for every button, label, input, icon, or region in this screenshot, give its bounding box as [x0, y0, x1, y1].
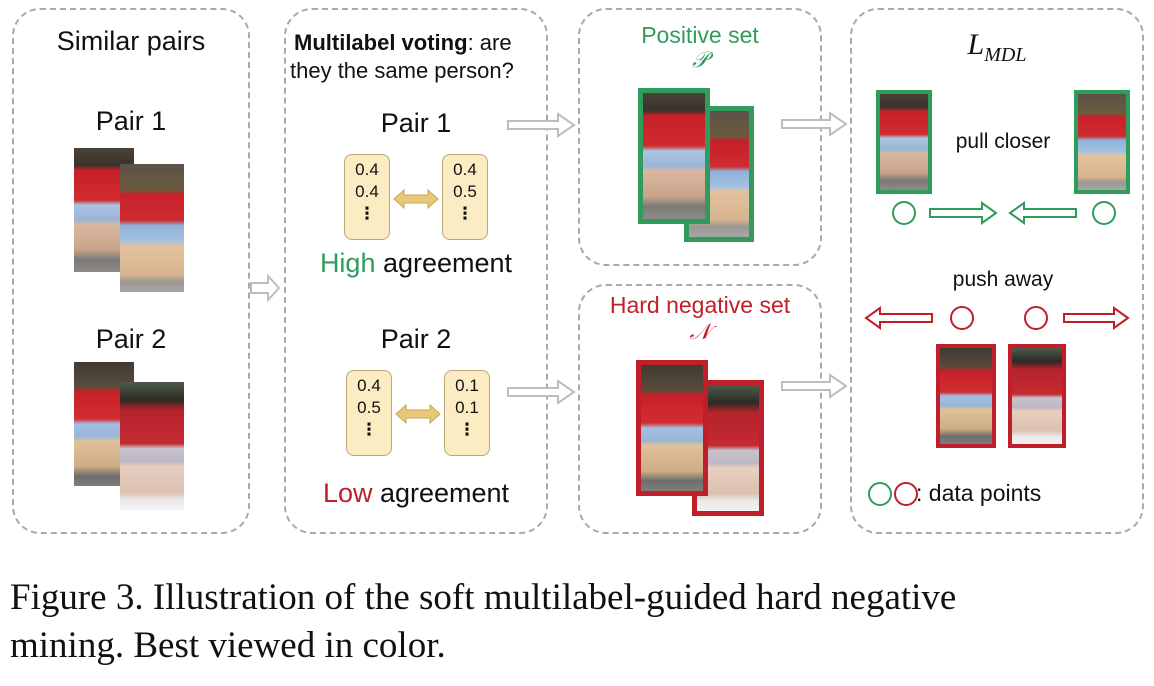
voting-question-rest: : are: [467, 30, 512, 55]
mdl-loss-title: LMDL: [850, 28, 1144, 67]
push-arrow-right: [1063, 306, 1130, 330]
push-arrow-left: [864, 306, 933, 330]
agreement-word-2: agreement: [372, 478, 510, 508]
low-word: Low: [322, 478, 373, 508]
push-left-point: [950, 306, 974, 330]
flow-arrow-to-voting: [250, 273, 281, 303]
flow-arrow-negative-to-loss: [781, 373, 848, 399]
push-right-photo: [1008, 344, 1066, 448]
voting-question-line2: they the same person?: [290, 58, 514, 83]
flow-arrow-to-negative: [507, 379, 576, 405]
hard-negative-set-title: Hard negative set: [609, 292, 791, 318]
push-left-photo: [936, 344, 996, 448]
push-away-text: push away: [952, 268, 1054, 291]
voting-question-line1: Multilabel voting: are: [294, 30, 512, 56]
pull-left-photo: [876, 90, 932, 194]
pair2-left-label-vector: 0.4 0.5 ⋮: [346, 370, 392, 456]
negative-person-a-photo: [636, 360, 708, 496]
pair2-vote-compare-arrow: [395, 403, 441, 425]
pull-left-point: [892, 201, 916, 225]
high-word: High: [319, 248, 376, 278]
pair1-label: Pair 1: [95, 106, 167, 136]
pair2-right-label-vector: 0.1 0.1 ⋮: [444, 370, 490, 456]
hard-negative-set-panel: [578, 284, 822, 534]
loss-subscript: MDL: [984, 44, 1027, 66]
hard-negative-set-symbol: 𝒩: [689, 320, 711, 345]
positive-person-a-photo: [638, 88, 710, 224]
positive-set-panel: [578, 8, 822, 266]
pair2-label: Pair 2: [95, 324, 167, 354]
push-right-point: [1024, 306, 1048, 330]
loss-symbol: L: [967, 28, 985, 61]
pair1-vote-compare-arrow: [393, 188, 439, 210]
high-agreement-text: High agreement: [284, 248, 548, 279]
figure-caption: Figure 3. Illustration of the soft multi…: [10, 574, 1150, 670]
pull-arrow-right: [929, 201, 998, 225]
pull-right-point: [1092, 201, 1116, 225]
mdl-loss-panel: [850, 8, 1144, 534]
multilabel-voting-panel: [284, 8, 548, 534]
caption-line-1: Figure 3. Illustration of the soft multi…: [10, 577, 957, 618]
pull-closer-text: pull closer: [955, 130, 1051, 153]
agreement-word: agreement: [375, 248, 513, 278]
voting-question-bold: Multilabel voting: [294, 30, 468, 55]
voting-pair2-label: Pair 2: [380, 324, 452, 354]
positive-set-symbol: 𝒫: [692, 48, 708, 73]
similar-pairs-panel: [12, 8, 250, 534]
legend-red-point: [894, 482, 918, 506]
low-agreement-text: Low agreement: [284, 478, 548, 509]
positive-set-title: Positive set: [641, 22, 759, 48]
data-points-legend-text: : data points: [916, 480, 1042, 506]
pair1-left-label-vector: 0.4 0.4 ⋮: [344, 154, 390, 240]
pair2-person-b-photo: [120, 382, 184, 510]
pull-right-photo: [1074, 90, 1130, 194]
caption-line-2: mining. Best viewed in color.: [10, 625, 446, 666]
legend-green-point: [868, 482, 892, 506]
flow-arrow-to-positive: [507, 112, 576, 138]
pull-arrow-left: [1008, 201, 1077, 225]
pair1-person-b-photo: [120, 164, 184, 292]
similar-pairs-title: Similar pairs: [56, 26, 206, 56]
pair1-right-label-vector: 0.4 0.5 ⋮: [442, 154, 488, 240]
flow-arrow-positive-to-loss: [781, 111, 848, 137]
voting-pair1-label: Pair 1: [380, 108, 452, 138]
